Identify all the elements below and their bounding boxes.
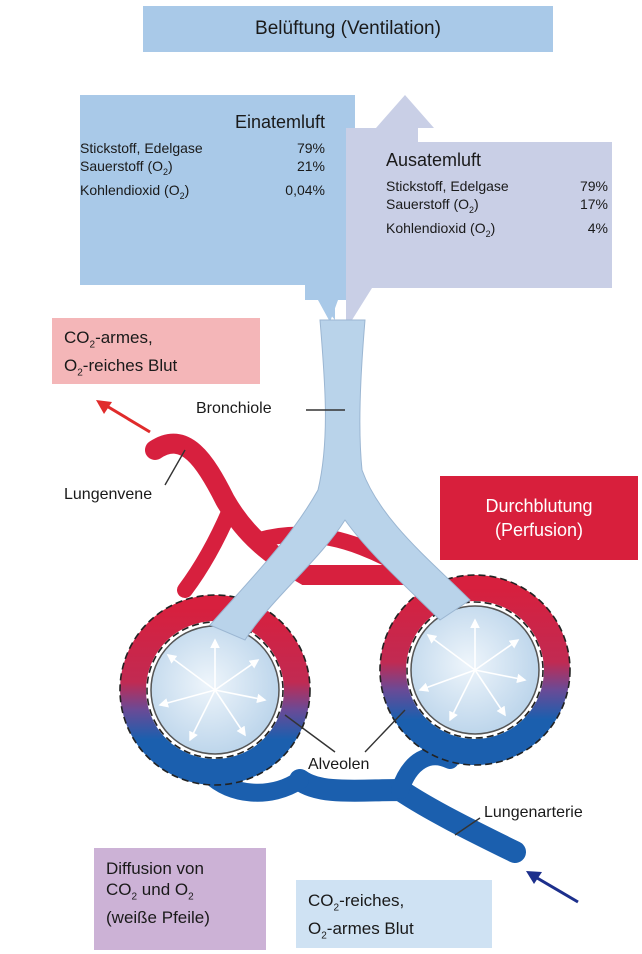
diffusion-line2-sub2: 2 xyxy=(188,891,194,902)
inhale-row-label: Sauerstoff (O2) xyxy=(80,157,173,181)
perfusion-box: Durchblutung (Perfusion) xyxy=(440,476,638,560)
diffusion-line2-b: und O xyxy=(137,880,188,899)
exhale-row-label: Sauerstoff (O2) xyxy=(386,195,479,219)
blood-out-box: CO2-armes, O2-reiches Blut xyxy=(52,318,260,384)
label-alveolen: Alveolen xyxy=(308,756,369,774)
exhale-row: Stickstoff, Edelgase 79% xyxy=(386,177,608,195)
blood-in-arrow xyxy=(526,871,578,902)
blood-out-line1-b: -armes, xyxy=(95,328,153,347)
blood-out-line2-b: -reiches Blut xyxy=(83,356,177,375)
ventilation-title: Belüftung (Ventilation) xyxy=(255,18,441,40)
label-lungenvene: Lungenvene xyxy=(64,486,152,504)
label-bronchiole: Bronchiole xyxy=(196,400,272,418)
blood-in-line2-a: O xyxy=(308,919,321,938)
exhale-row-value: 79% xyxy=(580,177,608,195)
blood-out-line2-a: O xyxy=(64,356,77,375)
blood-in-line1-a: CO xyxy=(308,891,334,910)
inhale-row-value: 0,04% xyxy=(285,181,325,205)
exhale-title: Ausatemluft xyxy=(386,150,608,171)
perfusion-line1: Durchblutung xyxy=(485,494,592,518)
inhale-row-value: 21% xyxy=(297,157,325,181)
perfusion-line2: (Perfusion) xyxy=(495,518,583,542)
exhale-row: Kohlendioxid (O2) 4% xyxy=(386,219,608,243)
blood-out-arrow xyxy=(96,400,150,432)
inhale-row-value: 79% xyxy=(297,139,325,157)
blood-in-line1-b: -reiches, xyxy=(339,891,404,910)
inhale-row-label: Stickstoff, Edelgase xyxy=(80,139,203,157)
inhale-row: Kohlendioxid (O2) 0,04% xyxy=(80,181,325,205)
exhale-row: Sauerstoff (O2) 17% xyxy=(386,195,608,219)
ventilation-title-box: Belüftung (Ventilation) xyxy=(143,6,553,52)
inhale-row: Stickstoff, Edelgase 79% xyxy=(80,139,325,157)
exhale-row-value: 4% xyxy=(588,219,608,243)
diffusion-line1: Diffusion von xyxy=(106,858,254,879)
exhale-row-label: Kohlendioxid (O2) xyxy=(386,219,495,243)
inhale-title: Einatemluft xyxy=(80,112,325,133)
label-lungenarterie: Lungenarterie xyxy=(484,804,583,822)
exhale-row-label: Stickstoff, Edelgase xyxy=(386,177,509,195)
diffusion-line3: (weiße Pfeile) xyxy=(106,907,254,928)
blood-out-line1-a: CO xyxy=(64,328,90,347)
diffusion-box: Diffusion von CO2 und O2 (weiße Pfeile) xyxy=(94,848,266,950)
diffusion-line2-a: CO xyxy=(106,880,132,899)
blood-in-box: CO2-reiches, O2-armes Blut xyxy=(296,880,492,948)
blood-in-line2-b: -armes Blut xyxy=(327,919,414,938)
exhale-row-value: 17% xyxy=(580,195,608,219)
inhale-row-label: Kohlendioxid (O2) xyxy=(80,181,189,205)
inhale-row: Sauerstoff (O2) 21% xyxy=(80,157,325,181)
